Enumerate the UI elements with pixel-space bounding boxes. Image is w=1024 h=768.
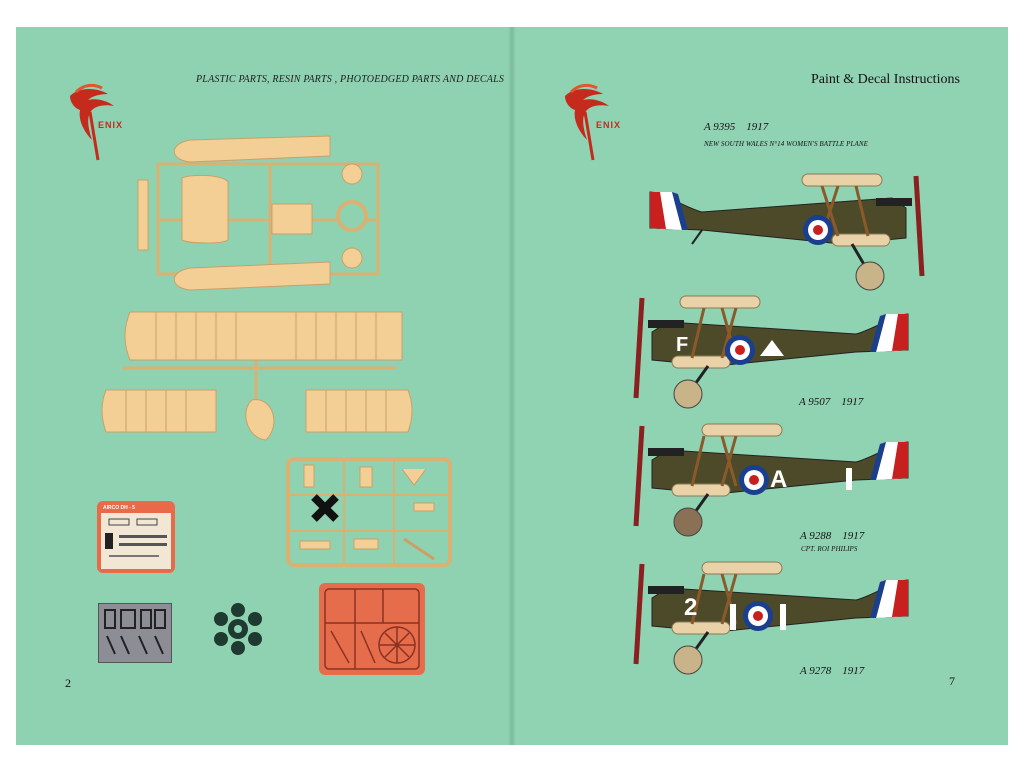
aircraft-4-profile	[632, 556, 917, 678]
aircraft-2-profile	[632, 290, 917, 412]
aircraft-4-serial: A 9278	[800, 665, 832, 677]
aircraft-3-note: CPT. ROI PHILIPS	[801, 545, 858, 553]
grey-pe-fret	[98, 603, 172, 663]
left-page-header: PLASTIC PARTS, RESIN PARTS , PHOTOEDGED …	[196, 74, 505, 85]
decal-sheet-title: AIRCO DH - 5	[103, 505, 135, 511]
aircraft-4-marking: 2	[684, 594, 698, 621]
fenix-logo-left	[62, 82, 132, 162]
decal-sheet-panel	[101, 513, 171, 569]
aircraft-3-marking: A	[770, 466, 788, 493]
copper-pe-fret	[319, 583, 425, 675]
aircraft-2-year: 1917	[841, 396, 864, 408]
aircraft-2-marking: F	[676, 334, 689, 356]
aircraft-2-serial: A 9507	[799, 396, 831, 408]
aircraft-3-year: 1917	[842, 530, 865, 542]
aircraft-1-caption: A 9395 1917	[704, 121, 768, 133]
fuselage-sprue	[130, 130, 390, 300]
right-page-header: Paint & Decal Instructions	[811, 72, 960, 87]
aircraft-2-caption: A 9507 1917	[799, 396, 863, 408]
aircraft-1-note: NEW SOUTH WALES N°14 WOMEN'S BATTLE PLAN…	[704, 140, 868, 148]
logo-text-left: ENIX	[98, 120, 124, 130]
small-parts-sprue	[284, 455, 454, 569]
aircraft-3-caption: A 9288 1917	[800, 530, 864, 542]
aircraft-3-profile	[632, 418, 917, 540]
aircraft-1-profile	[642, 168, 932, 294]
phoenix-icon	[70, 83, 114, 161]
page-gutter	[508, 27, 516, 745]
rotary-engine	[211, 602, 265, 656]
wing-sprue	[96, 306, 416, 446]
phoenix-icon	[565, 83, 609, 161]
aircraft-4-year: 1917	[842, 665, 865, 677]
fenix-logo-right	[557, 82, 627, 162]
left-page-number: 2	[65, 676, 71, 690]
aircraft-3-serial: A 9288	[800, 530, 832, 542]
decal-sheet: AIRCO DH - 5	[97, 501, 175, 573]
aircraft-4-caption: A 9278 1917	[800, 665, 864, 677]
aircraft-1-year: 1917	[746, 121, 769, 133]
logo-text-right: ENIX	[596, 120, 622, 130]
aircraft-1-serial: A 9395	[704, 121, 736, 133]
right-page-number: 7	[949, 674, 955, 688]
